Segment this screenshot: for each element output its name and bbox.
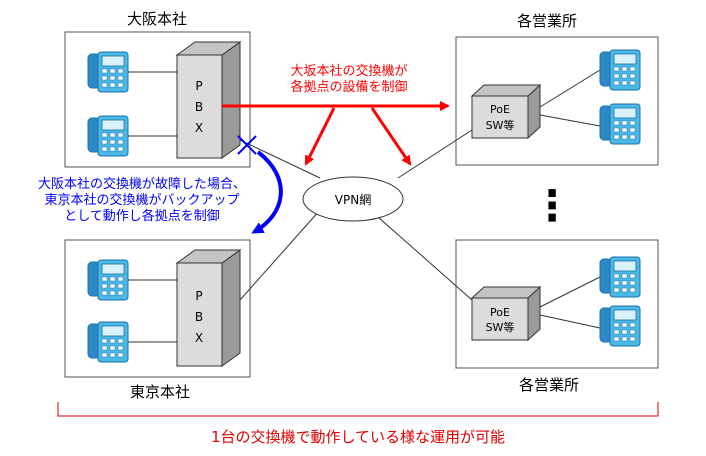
pbx-letter: X	[195, 331, 203, 345]
footer-bracket	[57, 402, 659, 417]
backup-annotation: 大阪本社の交換機が故障した場合、 東京本社の交換機がバックアップ として動作し各…	[38, 176, 246, 224]
failure-mark-icon	[237, 135, 257, 155]
switch-label: SW等	[486, 118, 515, 132]
osaka-site-label: 大阪本社	[127, 10, 187, 28]
switch-label: SW等	[486, 320, 515, 334]
control-arrow-to-vpn	[304, 107, 336, 166]
vpn-network: VPN網	[302, 176, 404, 222]
osaka-site: 大阪本社 P B X	[64, 10, 251, 168]
telephone-icon	[87, 115, 129, 157]
control-arrow-to-vpn	[370, 107, 412, 166]
branch-office-top: 各営業所 PoE SW等	[455, 12, 659, 166]
annotation-line: として動作し各拠点を制御	[64, 208, 220, 224]
annotation-line: 大坂本社の交換機が	[290, 63, 407, 79]
annotation-line: 各拠点の設備を制御	[290, 79, 407, 95]
branch-office-bottom: 各営業所 PoE SW等	[455, 239, 659, 394]
vpn-cloud	[302, 176, 404, 222]
tokyo-site-label: 東京本社	[130, 383, 190, 401]
annotation-line: 東京本社の交換機がバックアップ	[44, 192, 239, 208]
switch-label: PoE	[490, 103, 510, 116]
failover-arrow	[251, 150, 283, 234]
more-branches-ellipsis: ⋮	[531, 181, 573, 230]
telephone-icon	[599, 305, 641, 347]
control-annotation: 大坂本社の交換機が 各拠点の設備を制御	[290, 63, 407, 95]
pbx-letter: B	[195, 100, 203, 114]
footer-caption: 1台の交換機で動作している様な運用が可能	[211, 428, 505, 446]
poe-switch: PoE SW等	[470, 285, 542, 342]
pbx-letter: B	[195, 310, 203, 324]
telephone-icon	[87, 51, 129, 93]
control-arrows	[222, 101, 450, 166]
telephone-icon	[599, 49, 641, 91]
branch-top-label: 各営業所	[517, 12, 577, 30]
tokyo-pbx-server: P B X	[175, 249, 242, 367]
switch-label: PoE	[490, 306, 510, 319]
telephone-icon	[87, 259, 129, 301]
telephone-icon	[599, 256, 641, 298]
poe-switch: PoE SW等	[470, 83, 542, 140]
pbx-letter: X	[195, 121, 203, 135]
telephone-icon	[599, 103, 641, 145]
vpn-label: VPN網	[335, 193, 371, 207]
tokyo-site: 東京本社 P B X	[64, 239, 251, 401]
osaka-pbx-server: P B X	[175, 41, 242, 159]
pbx-letter: P	[195, 289, 202, 303]
telephone-icon	[87, 321, 129, 363]
pbx-letter: P	[195, 79, 202, 93]
network-links	[239, 129, 473, 301]
branch-bottom-label: 各営業所	[519, 376, 579, 394]
annotation-line: 大阪本社の交換機が故障した場合、	[38, 176, 246, 192]
